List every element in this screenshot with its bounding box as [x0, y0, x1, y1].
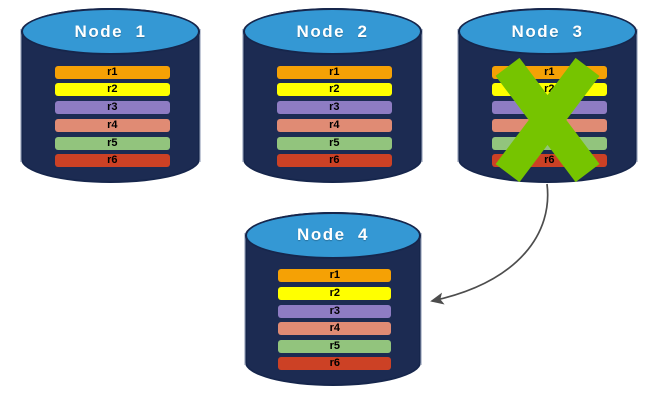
row-r2: r2	[278, 286, 392, 300]
row-r5: r5	[492, 136, 607, 150]
row-r5: r5	[277, 136, 392, 150]
node-4-left-highlight	[244, 232, 246, 366]
row-r1: r1	[492, 65, 607, 79]
node-2-right-highlight	[421, 29, 423, 162]
row-r3: r3	[277, 101, 392, 115]
row-r6: r6	[278, 357, 392, 371]
node-2-left-highlight	[242, 29, 244, 162]
row-r3: r3	[278, 304, 392, 318]
row-r6: r6	[55, 154, 170, 168]
node-1-right-highlight	[199, 29, 201, 162]
node-3-right-highlight	[636, 29, 638, 162]
row-r1: r1	[278, 269, 392, 283]
row-r6: r6	[492, 154, 607, 168]
row-r5: r5	[278, 339, 392, 353]
row-r4: r4	[55, 118, 170, 132]
node-1-rows: r1 r2 r3 r4 r5 r6	[55, 65, 170, 168]
node-3-rows: r1 r2 r3 r4 r5 r6	[492, 65, 607, 168]
node-4-right-highlight	[420, 232, 422, 366]
node-1-left-highlight	[20, 29, 22, 162]
row-r3: r3	[55, 101, 170, 115]
row-r4: r4	[492, 118, 607, 132]
row-r1: r1	[277, 65, 392, 79]
node-1-cylinder-top	[21, 8, 200, 56]
row-r4: r4	[278, 322, 392, 336]
node-4-rows: r1 r2 r3 r4 r5 r6	[278, 269, 392, 371]
row-r2: r2	[277, 83, 392, 97]
row-r3: r3	[492, 101, 607, 115]
row-r1: r1	[55, 65, 170, 79]
node-3-cylinder-top	[458, 8, 637, 56]
node-3-left-highlight	[457, 29, 459, 162]
row-r2: r2	[55, 83, 170, 97]
node-2-cylinder-top	[243, 8, 422, 56]
row-r5: r5	[55, 136, 170, 150]
row-r6: r6	[277, 154, 392, 168]
row-r2: r2	[492, 83, 607, 97]
node-4-cylinder-top	[245, 212, 421, 259]
arrow-path	[430, 183, 549, 305]
row-r4: r4	[277, 118, 392, 132]
node-2-rows: r1 r2 r3 r4 r5 r6	[277, 65, 392, 168]
